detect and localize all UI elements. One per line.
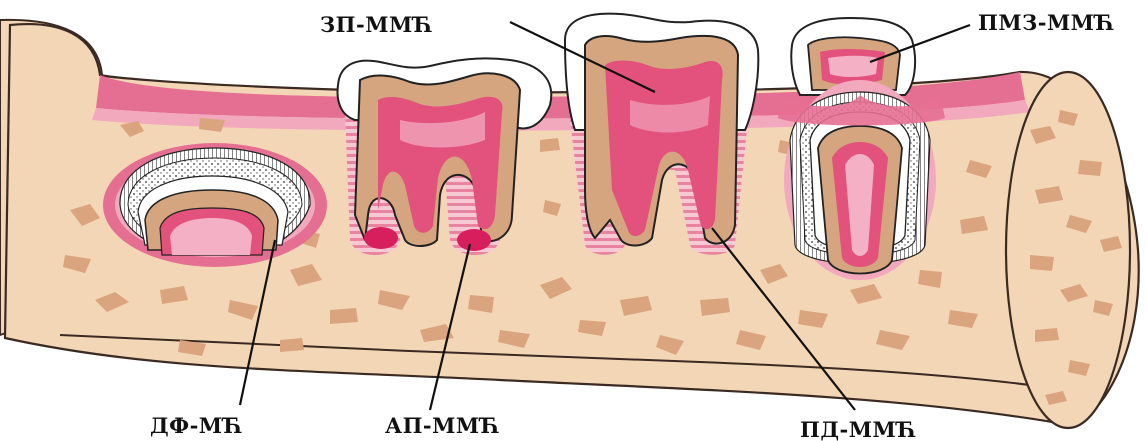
erupting-premolar xyxy=(778,18,945,280)
label-pmz-mmc: ПМЗ-ММЋ xyxy=(978,10,1115,35)
label-df-mc: ДФ-МЋ xyxy=(150,413,243,438)
developing-tooth-germ xyxy=(103,143,327,267)
label-zp-mmc: ЗП-ММЋ xyxy=(320,12,433,37)
label-pd-mmc: ПД-ММЋ xyxy=(800,417,917,441)
label-ap-mmc: АП-ММЋ xyxy=(385,413,500,438)
